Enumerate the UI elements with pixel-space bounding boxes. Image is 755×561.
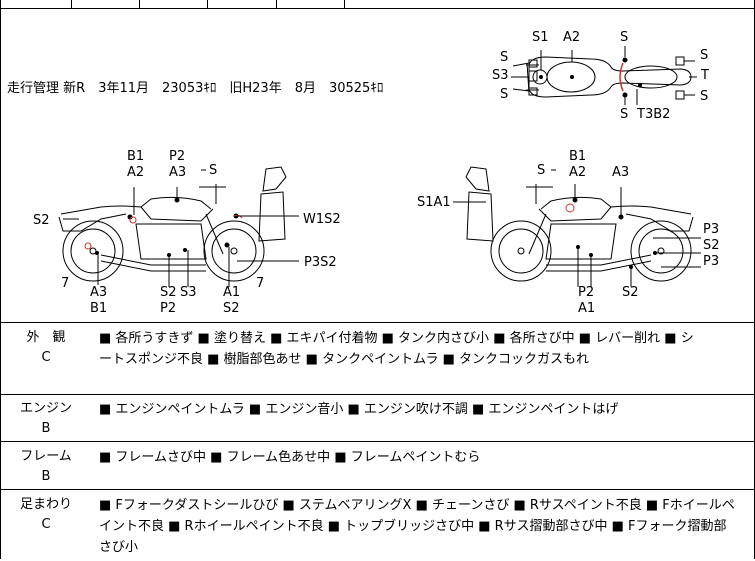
label-left-a1: A1 <box>223 285 241 300</box>
label-right-a3: A3 <box>612 165 630 180</box>
row-suspension: 足まわり C ■ Fフォークダストシールひび ■ ステムベアリングX ■ チェー… <box>1 489 754 559</box>
label-left-s2c: S2 <box>223 301 240 316</box>
row-engine-grade: B <box>41 421 51 436</box>
label-top-s-bl: S <box>500 87 509 102</box>
row-suspension-grade: C <box>41 517 51 532</box>
label-right-p3b: P3 <box>703 254 720 269</box>
row-exterior-line2: ートスポンジ不良 ■ 樹脂部色あせ ■ タンクペイントムラ ■ タンクコックガス… <box>99 352 589 367</box>
label-left-a3: A3 <box>169 165 187 180</box>
row-exterior-grade: C <box>41 350 51 365</box>
label-left-a2: A2 <box>127 165 145 180</box>
row-engine-label: エンジン <box>19 401 72 416</box>
label-top-s1: S1 <box>532 30 549 45</box>
top-view-bike <box>511 46 697 105</box>
label-left-7b: 7 <box>256 276 265 291</box>
row-engine: エンジン B ■ エンジンペイントムラ ■ エンジン音小 ■ エンジン吹け不調 … <box>1 394 754 442</box>
label-top-s-right2: S <box>700 89 709 104</box>
row-engine-category: エンジン B <box>1 399 91 439</box>
row-suspension-label: 足まわり <box>19 497 72 512</box>
label-left-w1s2: W1S2 <box>303 212 341 227</box>
row-exterior-category: 外 観 C <box>1 328 91 368</box>
row-exterior-line1: ■ 各所うすきず ■ 塗り替え ■ エキパイ付着物 ■ タンク内さび小 ■ 各所… <box>99 331 694 346</box>
row-frame-label: フレーム <box>20 449 72 464</box>
row-exterior: 外 観 C ■ 各所うすきず ■ 塗り替え ■ エキパイ付着物 ■ タンク内さび… <box>1 322 754 395</box>
row-suspension-line3: さび小 <box>99 540 139 555</box>
damage-diagram: 走行管理 新R 3年11月 23053ｷﾛ 旧H23年 8月 30525ｷﾛ <box>1 9 754 323</box>
header-row-remnant <box>1 0 754 9</box>
label-top-a2: A2 <box>563 30 581 45</box>
mileage-old: 旧H23年 8月 30525ｷﾛ <box>229 81 384 96</box>
label-left-s2: S2 <box>33 213 50 228</box>
label-right-s: S <box>537 163 546 178</box>
right-side-bike <box>453 166 701 287</box>
label-right-s2b: S2 <box>622 285 639 300</box>
label-top-t3b2: T3B2 <box>637 107 671 122</box>
row-frame-line1: ■ フレームさび中 ■ フレーム色あせ中 ■ フレームペイントむら <box>99 450 481 465</box>
label-top-s-tr: S <box>620 30 629 45</box>
label-left-p3s2: P3S2 <box>304 255 337 270</box>
label-left-s2b: S2 <box>160 285 177 300</box>
label-right-s2: S2 <box>703 238 720 253</box>
label-right-s1a1: S1A1 <box>417 195 451 210</box>
label-right-p3a: P3 <box>703 222 720 237</box>
label-top-t: T <box>701 68 709 83</box>
row-engine-line1: ■ エンジンペイントムラ ■ エンジン音小 ■ エンジン吹け不調 ■ エンジンペ… <box>99 402 619 417</box>
label-left-p2: P2 <box>169 149 186 164</box>
row-suspension-line1: ■ Fフォークダストシールひび ■ ステムベアリングX ■ チェーンさび ■ R… <box>99 498 735 513</box>
row-frame-category: フレーム B <box>1 447 91 487</box>
row-frame: フレーム B ■ フレームさび中 ■ フレーム色あせ中 ■ フレームペイントむら <box>1 441 754 490</box>
label-right-p2: P2 <box>578 285 595 300</box>
label-right-a1: A1 <box>578 301 596 316</box>
mileage-label: 走行管理 <box>7 81 60 96</box>
label-top-s3: S3 <box>492 68 509 83</box>
label-top-s-bottom: S <box>620 107 629 122</box>
row-frame-grade: B <box>41 469 51 484</box>
label-left-b1b: B1 <box>90 301 108 316</box>
row-exterior-label: 外 観 <box>26 330 66 345</box>
label-left-7a: 7 <box>61 276 70 291</box>
label-left-b1: B1 <box>127 149 145 164</box>
left-side-bike <box>58 166 299 287</box>
motorcycle-diagrams <box>58 46 701 287</box>
mileage-record: 走行管理 新R 3年11月 23053ｷﾛ 旧H23年 8月 30525ｷﾛ <box>7 77 383 96</box>
label-left-s3b: S3 <box>180 285 197 300</box>
row-suspension-category: 足まわり C <box>1 495 91 535</box>
mileage-new: 新R 3年11月 23053ｷﾛ <box>63 81 217 96</box>
label-left-s: S <box>209 163 218 178</box>
label-top-s-right1: S <box>700 48 709 63</box>
label-left-a3b: A3 <box>90 285 108 300</box>
label-top-s-tl: S <box>500 50 509 65</box>
label-right-b1: B1 <box>569 149 587 164</box>
label-right-a2: A2 <box>569 165 587 180</box>
label-left-p2b: P2 <box>160 301 177 316</box>
row-suspension-line2: イント不良 ■ Rホイールペイント不良 ■ トップブリッジさび中 ■ Rサス摺動… <box>99 519 727 534</box>
